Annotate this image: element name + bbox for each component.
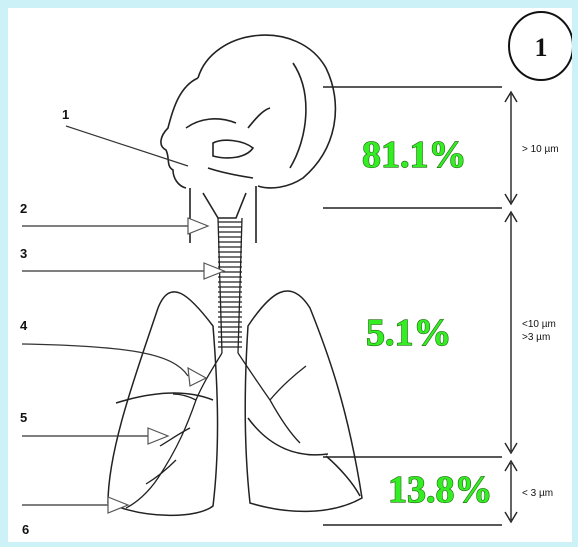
region-upper-size: > 10 µm: [522, 144, 559, 155]
badge-number: 1: [535, 33, 548, 62]
head-outline: [161, 35, 336, 243]
pointer-label-4: 4: [20, 318, 28, 333]
size-range-arrows: [505, 92, 517, 522]
pointer-label-3: 3: [20, 246, 27, 261]
trachea: [218, 218, 242, 353]
region-lower-percent: 13.8%: [388, 469, 493, 511]
pointer-label-2: 2: [20, 201, 27, 216]
slide-number-badge: 1: [509, 12, 572, 80]
lungs-outline: [108, 291, 362, 515]
respiratory-deposition-diagram: 1 2 3 4 5 6 81.1% 5.1% 13.8% > 10 µm <10…: [8, 8, 572, 542]
diagram-frame: 1 2 3 4 5 6 81.1% 5.1% 13.8% > 10 µm <10…: [8, 8, 572, 542]
region-lower-size: < 3 µm: [522, 488, 553, 499]
pointer-label-1: 1: [62, 107, 69, 122]
region-middle-percent: 5.1%: [366, 312, 452, 354]
region-middle-size-line2: >3 µm: [522, 332, 550, 343]
pointer-label-6: 6: [22, 522, 29, 537]
region-middle-size-line1: <10 µm: [522, 319, 556, 330]
region-upper-percent: 81.1%: [362, 134, 467, 176]
pointer-label-5: 5: [20, 410, 27, 425]
